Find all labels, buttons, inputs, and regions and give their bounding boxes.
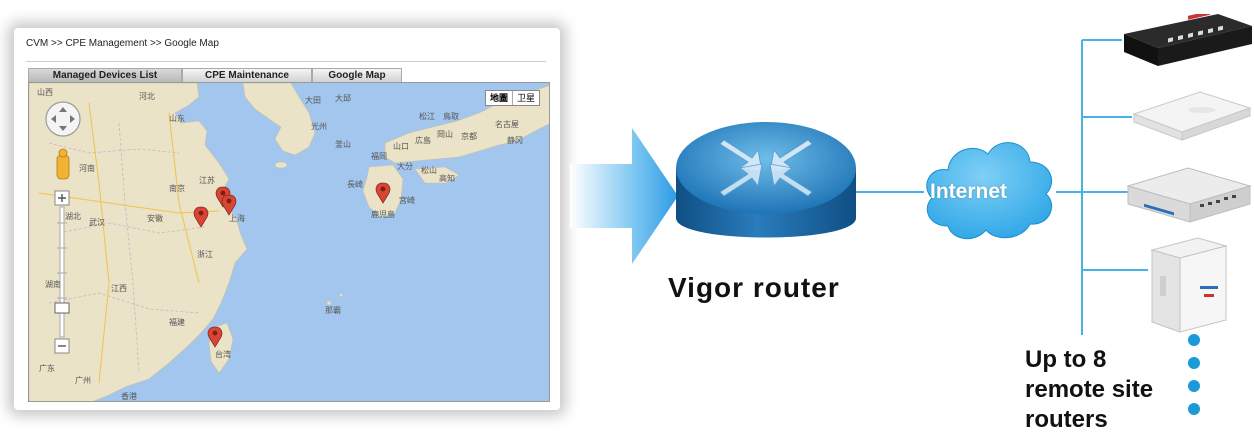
tab-managed-devices-list[interactable]: Managed Devices List [28,68,182,82]
map-label: 河北 [139,92,155,101]
internet-label: Internet [930,180,1008,203]
remote-sites-label: Up to 8 remote site routers [1025,345,1225,435]
map-zoom-slider [54,190,70,354]
map-label: 山西 [37,88,53,97]
map-pan-control [45,101,81,137]
dot-icon [1188,357,1200,369]
map-label: 武汉 [89,218,105,227]
remote-sites-line-1: Up to 8 [1025,346,1107,373]
breadcrumb: CVM >> CPE Management >> Google Map [26,38,219,49]
google-map[interactable]: 地圖 卫星 山西 山东 河北 大田 大邱 光州 釜山 松江 鳥取 広島 岡山 京… [28,82,550,402]
map-label: 釜山 [335,140,351,149]
map-label: 大田 [305,96,321,105]
remote-sites-line-2: remote site [1025,376,1154,403]
map-label: 鳥取 [443,112,459,121]
big-right-arrow-icon [570,128,678,264]
pegman-icon [56,148,70,180]
dot-icon [1188,334,1200,346]
map-label: 安徽 [147,214,163,223]
map-label: 山东 [169,114,185,123]
map-label: 江西 [111,284,127,293]
map-label: 高知 [439,174,455,183]
map-label: 宮崎 [399,196,415,205]
dot-icon [1188,380,1200,392]
rack-router-icon [1124,14,1252,66]
map-label: 福岡 [371,152,387,161]
map-label: 河南 [79,164,95,173]
map-label: 大分 [397,162,413,171]
map-type-satellite-button[interactable]: 卫星 [517,93,536,103]
map-label: 江苏 [199,176,215,185]
map-label: 広島 [415,136,431,145]
map-label: 湖北 [65,212,81,221]
map-label: 那霸 [325,306,341,315]
map-label: 静冈 [507,136,523,145]
map-type-toggle[interactable]: 地圖 卫星 [485,90,541,106]
map-label: 浙江 [197,250,213,259]
router-label: Vigor router [668,272,840,303]
map-type-map-button[interactable]: 地圖 [486,91,514,105]
map-label: 京都 [461,132,477,141]
map-label: 南京 [169,184,185,193]
map-label: 上海 [229,214,245,223]
map-label: 山口 [393,142,409,151]
cloud-icon [926,142,1052,240]
cvm-screenshot-panel: CVM >> CPE Management >> Google Map Mana… [14,28,560,410]
tab-cpe-maintenance[interactable]: CPE Maintenance [182,68,312,82]
map-label: 台湾 [215,350,231,359]
router-icon [676,122,856,238]
map-label: 名古屋 [495,120,519,129]
dot-icon [1188,403,1200,415]
map-label: 广州 [75,376,91,385]
map-label: 松江 [419,112,435,121]
map-label: 長崎 [347,180,363,189]
desktop-router-icon [1126,167,1252,223]
map-label: 鹿児島 [371,210,395,219]
tower-router-icon [1150,237,1228,333]
map-label: 香港 [121,392,137,401]
map-land-shapes [29,83,549,401]
breadcrumb-divider [26,61,546,62]
map-label: 岡山 [437,130,453,139]
map-label: 广东 [39,364,55,373]
white-router-icon [1132,91,1252,141]
remote-sites-line-3: routers [1025,406,1108,433]
map-label: 光州 [311,122,327,131]
map-label: 大邱 [335,94,351,103]
map-label: 松山 [421,166,437,175]
map-label: 湖南 [45,280,61,289]
map-label: 福建 [169,318,185,327]
tab-google-map[interactable]: Google Map [312,68,402,82]
more-devices-dots [1188,334,1200,415]
